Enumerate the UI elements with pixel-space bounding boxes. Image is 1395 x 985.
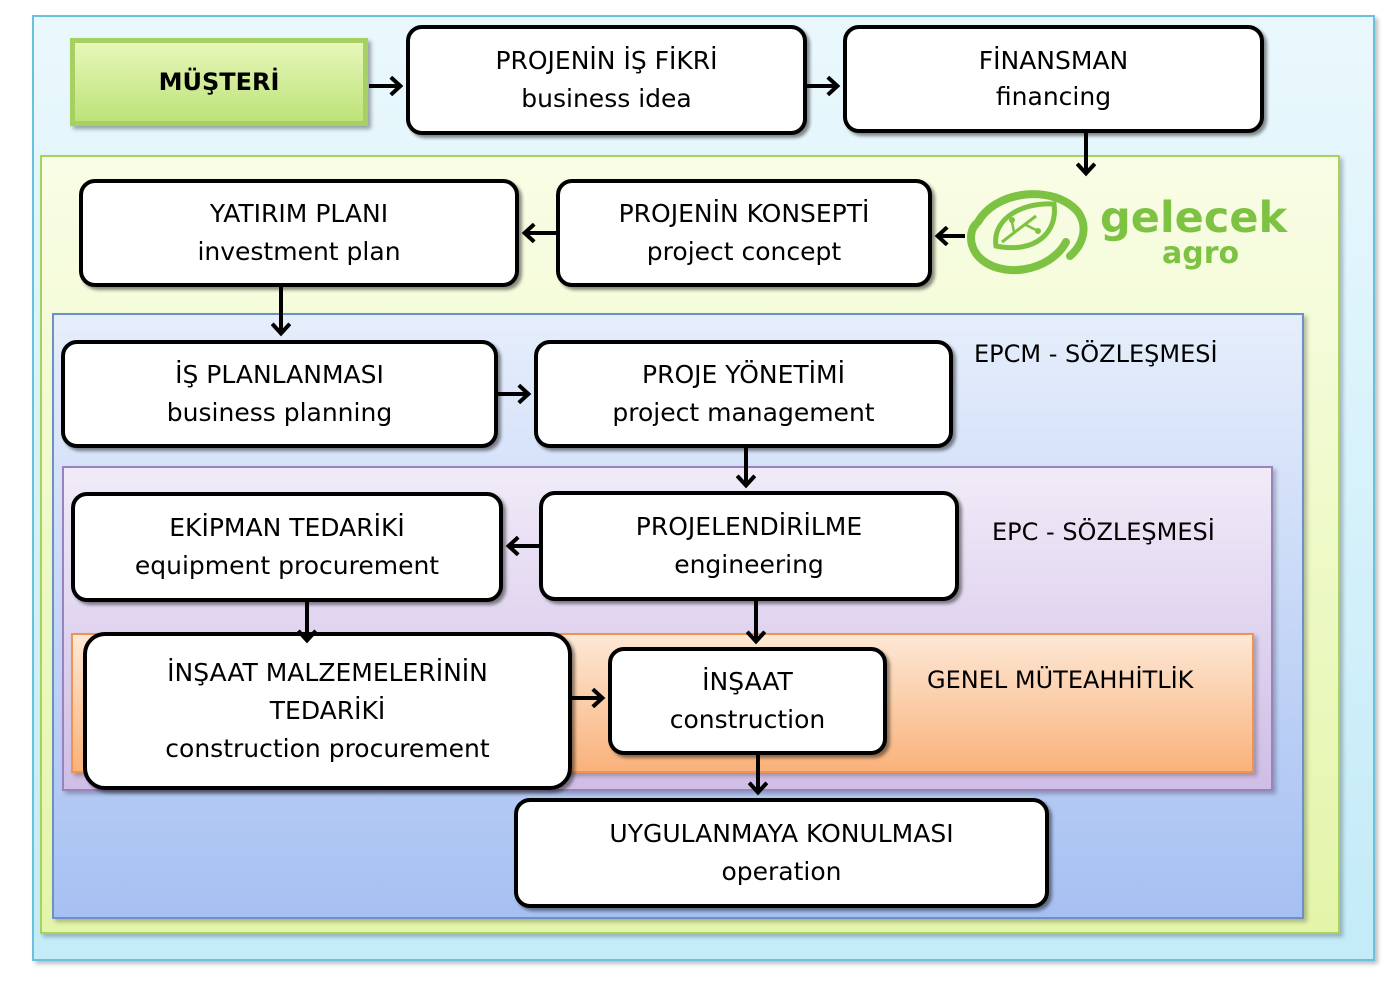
- step-title-en: project concept: [646, 237, 842, 266]
- step-title-en: operation: [721, 857, 842, 886]
- step-construction-procurement: İNŞAAT MALZEMELERİNİN TEDARİKİ construct…: [83, 632, 572, 790]
- leaf-circuit-icon: [967, 190, 1088, 274]
- epc-contract-label: EPC - SÖZLEŞMESİ: [992, 518, 1215, 546]
- logo-name: gelecek: [1100, 193, 1288, 243]
- step-title-tr: PROJE YÖNETİMİ: [642, 360, 845, 389]
- step-project-concept: PROJENİN KONSEPTİ project concept: [556, 179, 932, 287]
- step-title-tr: PROJENİN İŞ FİKRİ: [495, 46, 718, 75]
- step-title-tr: UYGULANMAYA KONULMASI: [609, 819, 954, 848]
- step-title-en: engineering: [674, 550, 824, 579]
- step-title-tr-line1: İNŞAAT MALZEMELERİNİN: [167, 658, 488, 687]
- gelecek-agro-logo: gelecek agro: [967, 190, 1288, 274]
- step-title-tr: İNŞAAT: [702, 667, 793, 696]
- step-operation: UYGULANMAYA KONULMASI operation: [514, 798, 1049, 908]
- step-financing: FİNANSMAN financing: [843, 25, 1264, 133]
- step-construction: İNŞAAT construction: [608, 647, 887, 755]
- step-title-tr: PROJELENDİRİLME: [635, 512, 863, 541]
- step-title-en: financing: [995, 82, 1112, 111]
- customer-box: MÜŞTERİ: [70, 38, 368, 126]
- step-title-tr-line2: TEDARİKİ: [269, 696, 386, 725]
- step-title-tr: FİNANSMAN: [978, 46, 1129, 75]
- step-title-en: construction procurement: [165, 734, 490, 763]
- step-engineering: PROJELENDİRİLME engineering: [539, 491, 959, 601]
- step-project-management: PROJE YÖNETİMİ project management: [534, 340, 953, 448]
- step-title-tr: PROJENİN KONSEPTİ: [618, 199, 870, 228]
- step-equipment-procurement: EKİPMAN TEDARİKİ equipment procurement: [71, 492, 503, 602]
- epcm-contract-label: EPCM - SÖZLEŞMESİ: [974, 340, 1218, 368]
- step-title-tr: EKİPMAN TEDARİKİ: [169, 513, 405, 542]
- step-business-planning: İŞ PLANLANMASI business planning: [61, 340, 498, 448]
- step-title-en: construction: [669, 705, 826, 734]
- step-title-en: business idea: [521, 84, 692, 113]
- general-contracting-label: GENEL MÜTEAHHİTLİK: [927, 666, 1194, 694]
- step-title-en: equipment procurement: [134, 551, 440, 580]
- step-title-en: business planning: [166, 398, 393, 427]
- step-business-idea: PROJENİN İŞ FİKRİ business idea: [406, 25, 807, 135]
- customer-label: MÜŞTERİ: [158, 68, 280, 96]
- step-title-en: project management: [612, 398, 875, 427]
- step-title-en: investment plan: [197, 237, 401, 266]
- logo-sub: agro: [1162, 236, 1239, 271]
- step-title-tr: İŞ PLANLANMASI: [175, 360, 384, 389]
- step-investment-plan: YATIRIM PLANI investment plan: [79, 179, 519, 287]
- step-title-tr: YATIRIM PLANI: [209, 199, 389, 228]
